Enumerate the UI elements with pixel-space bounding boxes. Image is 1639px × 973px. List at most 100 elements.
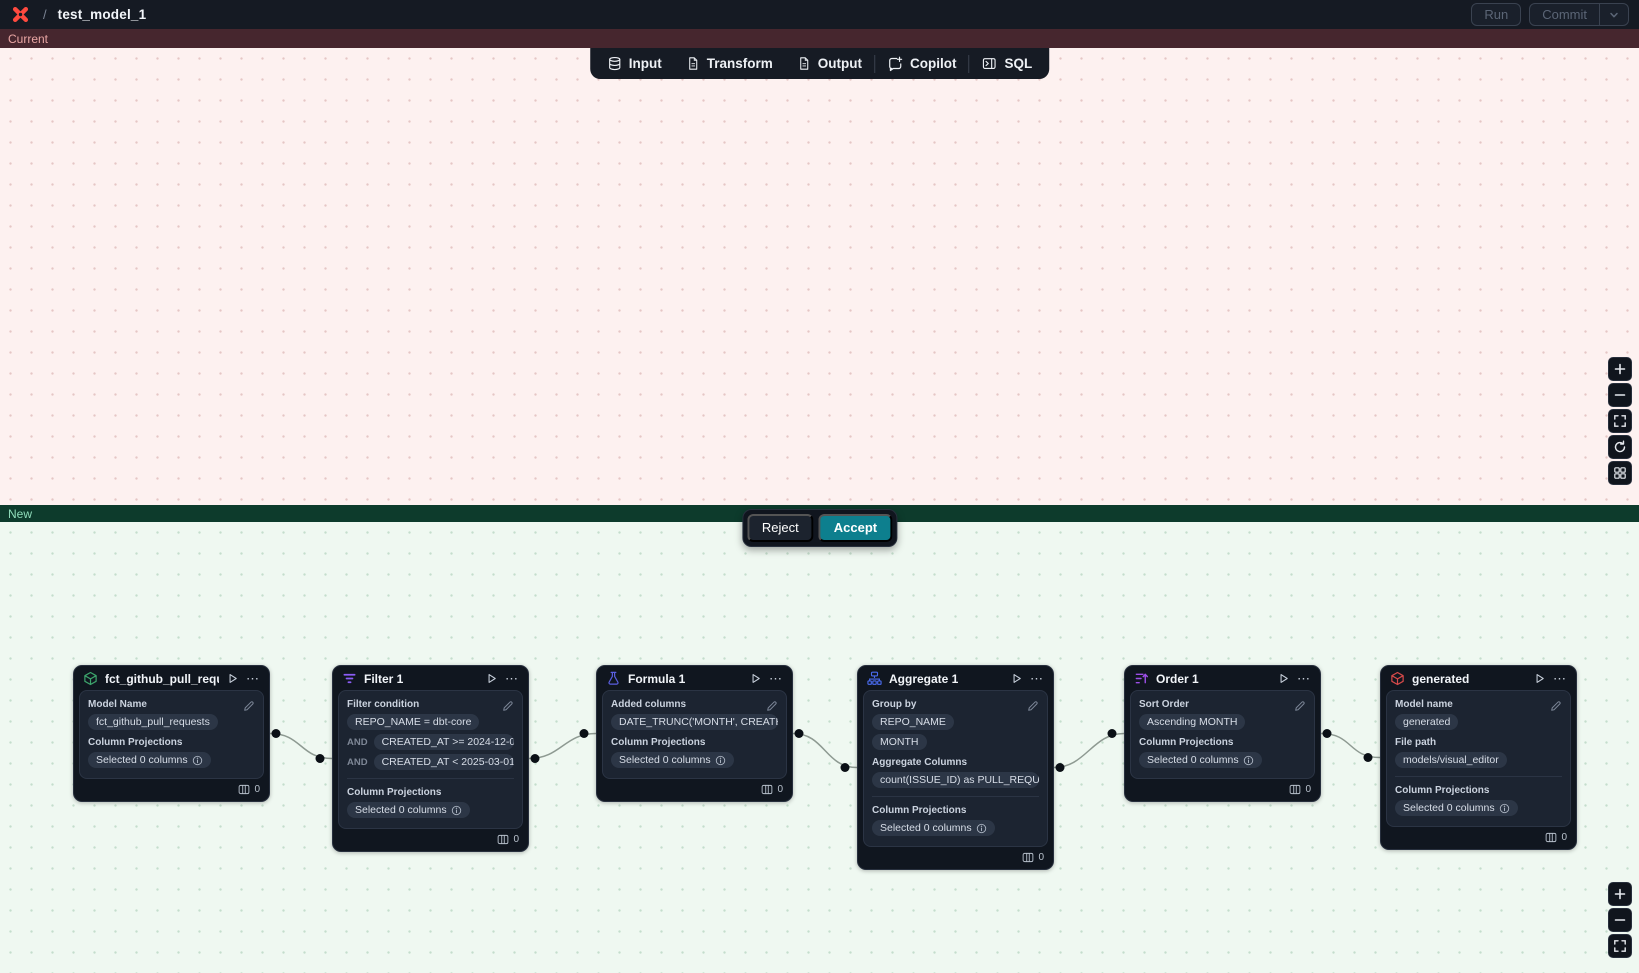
zoom-out-button[interactable] xyxy=(1608,908,1632,932)
filter-condition-chip[interactable]: CREATED_AT >= 2024-12-01 xyxy=(373,734,514,750)
commit-button-group: Commit xyxy=(1529,3,1629,26)
column-projections-chip[interactable]: Selected 0 columns xyxy=(872,820,995,836)
sql-panel-button[interactable]: SQL xyxy=(970,48,1045,79)
play-icon[interactable] xyxy=(226,672,239,685)
file-icon xyxy=(799,57,808,70)
play-icon[interactable] xyxy=(1277,672,1290,685)
section-divider xyxy=(347,778,514,779)
zoom-in-button[interactable] xyxy=(1608,357,1632,381)
node-toolbar: Input Transform Output Copilot SQL xyxy=(589,48,1050,79)
edit-pencil-icon[interactable] xyxy=(502,699,514,717)
add-output-button[interactable]: Output xyxy=(785,48,874,79)
toolbar-divider xyxy=(968,54,970,73)
formula-chip[interactable]: DATE_TRUNC('MONTH', CREATED_AT… xyxy=(611,714,778,730)
section-label: Filter condition xyxy=(347,699,420,710)
filter-condition-chip[interactable]: CREATED_AT < 2025-03-01 xyxy=(373,754,514,770)
filter-node[interactable]: Filter 1 ⋯ Filter condition REPO_NAME = … xyxy=(332,665,529,852)
section-label: Column Projections xyxy=(88,737,183,748)
and-operator: AND xyxy=(347,736,368,748)
accept-button[interactable]: Accept xyxy=(818,514,893,542)
flask-icon xyxy=(608,671,619,685)
column-projections-chip[interactable]: Selected 0 columns xyxy=(1139,752,1262,768)
panel-right-icon xyxy=(983,58,996,69)
fit-view-button[interactable] xyxy=(1608,409,1632,433)
commit-dropdown-button[interactable] xyxy=(1599,4,1628,25)
layout-grid-button[interactable] xyxy=(1608,461,1632,485)
current-canvas[interactable] xyxy=(0,48,1639,505)
and-operator: AND xyxy=(347,756,368,768)
column-projections-chip[interactable]: Selected 0 columns xyxy=(88,752,211,768)
column-projections-chip[interactable]: Selected 0 columns xyxy=(347,802,470,818)
add-transform-button[interactable]: Transform xyxy=(674,48,785,79)
column-count: 0 xyxy=(513,834,519,845)
node-title: Order 1 xyxy=(1156,671,1199,686)
more-menu-icon[interactable]: ⋯ xyxy=(505,670,519,686)
top-bar: / test_model_1 Run Commit xyxy=(0,0,1639,29)
edit-pencil-icon[interactable] xyxy=(1550,699,1562,717)
model-name-chip[interactable]: generated xyxy=(1395,714,1459,730)
source-node-fct-github-pull-requests[interactable]: fct_github_pull_requests ⋯ Model Name fc… xyxy=(73,665,270,802)
file-icon xyxy=(688,57,697,70)
current-diff-bar: Current xyxy=(0,29,1639,48)
value-chip[interactable]: fct_github_pull_requests xyxy=(88,714,218,730)
node-footer: 0 xyxy=(1125,779,1320,801)
columns-icon xyxy=(498,834,509,845)
formula-node[interactable]: Formula 1 ⋯ Added columns DATE_TRUNC('MO… xyxy=(596,665,793,802)
node-title: Formula 1 xyxy=(628,671,686,686)
section-label: File path xyxy=(1395,737,1437,748)
section-label: Model name xyxy=(1395,699,1453,710)
copilot-button[interactable]: Copilot xyxy=(875,48,969,79)
edit-pencil-icon[interactable] xyxy=(766,699,778,717)
aggregate-column-chip[interactable]: count(ISSUE_ID) as PULL_REQUEST_… xyxy=(872,772,1039,788)
grid-icon xyxy=(1614,467,1626,479)
file-path-chip[interactable]: models/visual_editor xyxy=(1395,752,1507,768)
more-menu-icon[interactable]: ⋯ xyxy=(769,670,783,686)
run-button[interactable]: Run xyxy=(1471,3,1522,26)
refresh-layout-button[interactable] xyxy=(1608,435,1632,459)
columns-icon xyxy=(1290,784,1301,795)
section-label: Sort Order xyxy=(1139,699,1190,710)
node-body: Group by REPO_NAME MONTH Aggregate Colum… xyxy=(863,690,1048,847)
sort-order-chip[interactable]: Ascending MONTH xyxy=(1139,714,1246,730)
database-icon xyxy=(608,56,620,71)
play-icon[interactable] xyxy=(1533,672,1546,685)
play-icon[interactable] xyxy=(485,672,498,685)
minus-icon xyxy=(1614,919,1626,921)
section-label: Model Name xyxy=(88,699,147,710)
columns-icon xyxy=(762,784,773,795)
fit-view-button[interactable] xyxy=(1608,934,1632,958)
aggregate-node[interactable]: Aggregate 1 ⋯ Group by REPO_NAME MONTH A… xyxy=(857,665,1054,870)
node-body: Model Name fct_github_pull_requests Colu… xyxy=(79,690,264,779)
more-menu-icon[interactable]: ⋯ xyxy=(1030,670,1044,686)
order-node[interactable]: Order 1 ⋯ Sort Order Ascending MONTH Col… xyxy=(1124,665,1321,802)
edit-pencil-icon[interactable] xyxy=(1294,699,1306,717)
more-menu-icon[interactable]: ⋯ xyxy=(1297,670,1311,686)
edit-pencil-icon[interactable] xyxy=(243,699,255,717)
section-label: Column Projections xyxy=(1139,737,1234,748)
play-icon[interactable] xyxy=(749,672,762,685)
node-title: generated xyxy=(1412,671,1470,686)
commit-button[interactable]: Commit xyxy=(1542,7,1587,22)
zoom-out-button[interactable] xyxy=(1608,383,1632,407)
group-by-chip[interactable]: MONTH xyxy=(872,734,927,750)
zoom-in-button[interactable] xyxy=(1608,882,1632,906)
filter-condition-chip[interactable]: REPO_NAME = dbt-core xyxy=(347,714,480,730)
column-projections-chip[interactable]: Selected 0 columns xyxy=(1395,800,1518,816)
group-by-chip[interactable]: REPO_NAME xyxy=(872,714,954,730)
node-footer: 0 xyxy=(74,779,269,801)
dbt-logo-icon[interactable] xyxy=(10,5,30,25)
section-label: Added columns xyxy=(611,699,687,710)
more-menu-icon[interactable]: ⋯ xyxy=(1553,670,1567,686)
reject-button[interactable]: Reject xyxy=(746,514,814,542)
refresh-icon xyxy=(1614,440,1626,453)
cube-icon xyxy=(1391,671,1404,686)
play-icon[interactable] xyxy=(1010,672,1023,685)
more-menu-icon[interactable]: ⋯ xyxy=(246,670,260,686)
node-title: Filter 1 xyxy=(364,671,404,686)
column-projections-chip[interactable]: Selected 0 columns xyxy=(611,752,734,768)
output-model-node[interactable]: generated ⋯ Model name generated File pa… xyxy=(1380,665,1577,850)
add-input-button[interactable]: Input xyxy=(595,48,674,79)
edit-pencil-icon[interactable] xyxy=(1027,699,1039,717)
info-icon xyxy=(192,755,202,765)
node-body: Model name generated File path models/vi… xyxy=(1386,690,1571,827)
